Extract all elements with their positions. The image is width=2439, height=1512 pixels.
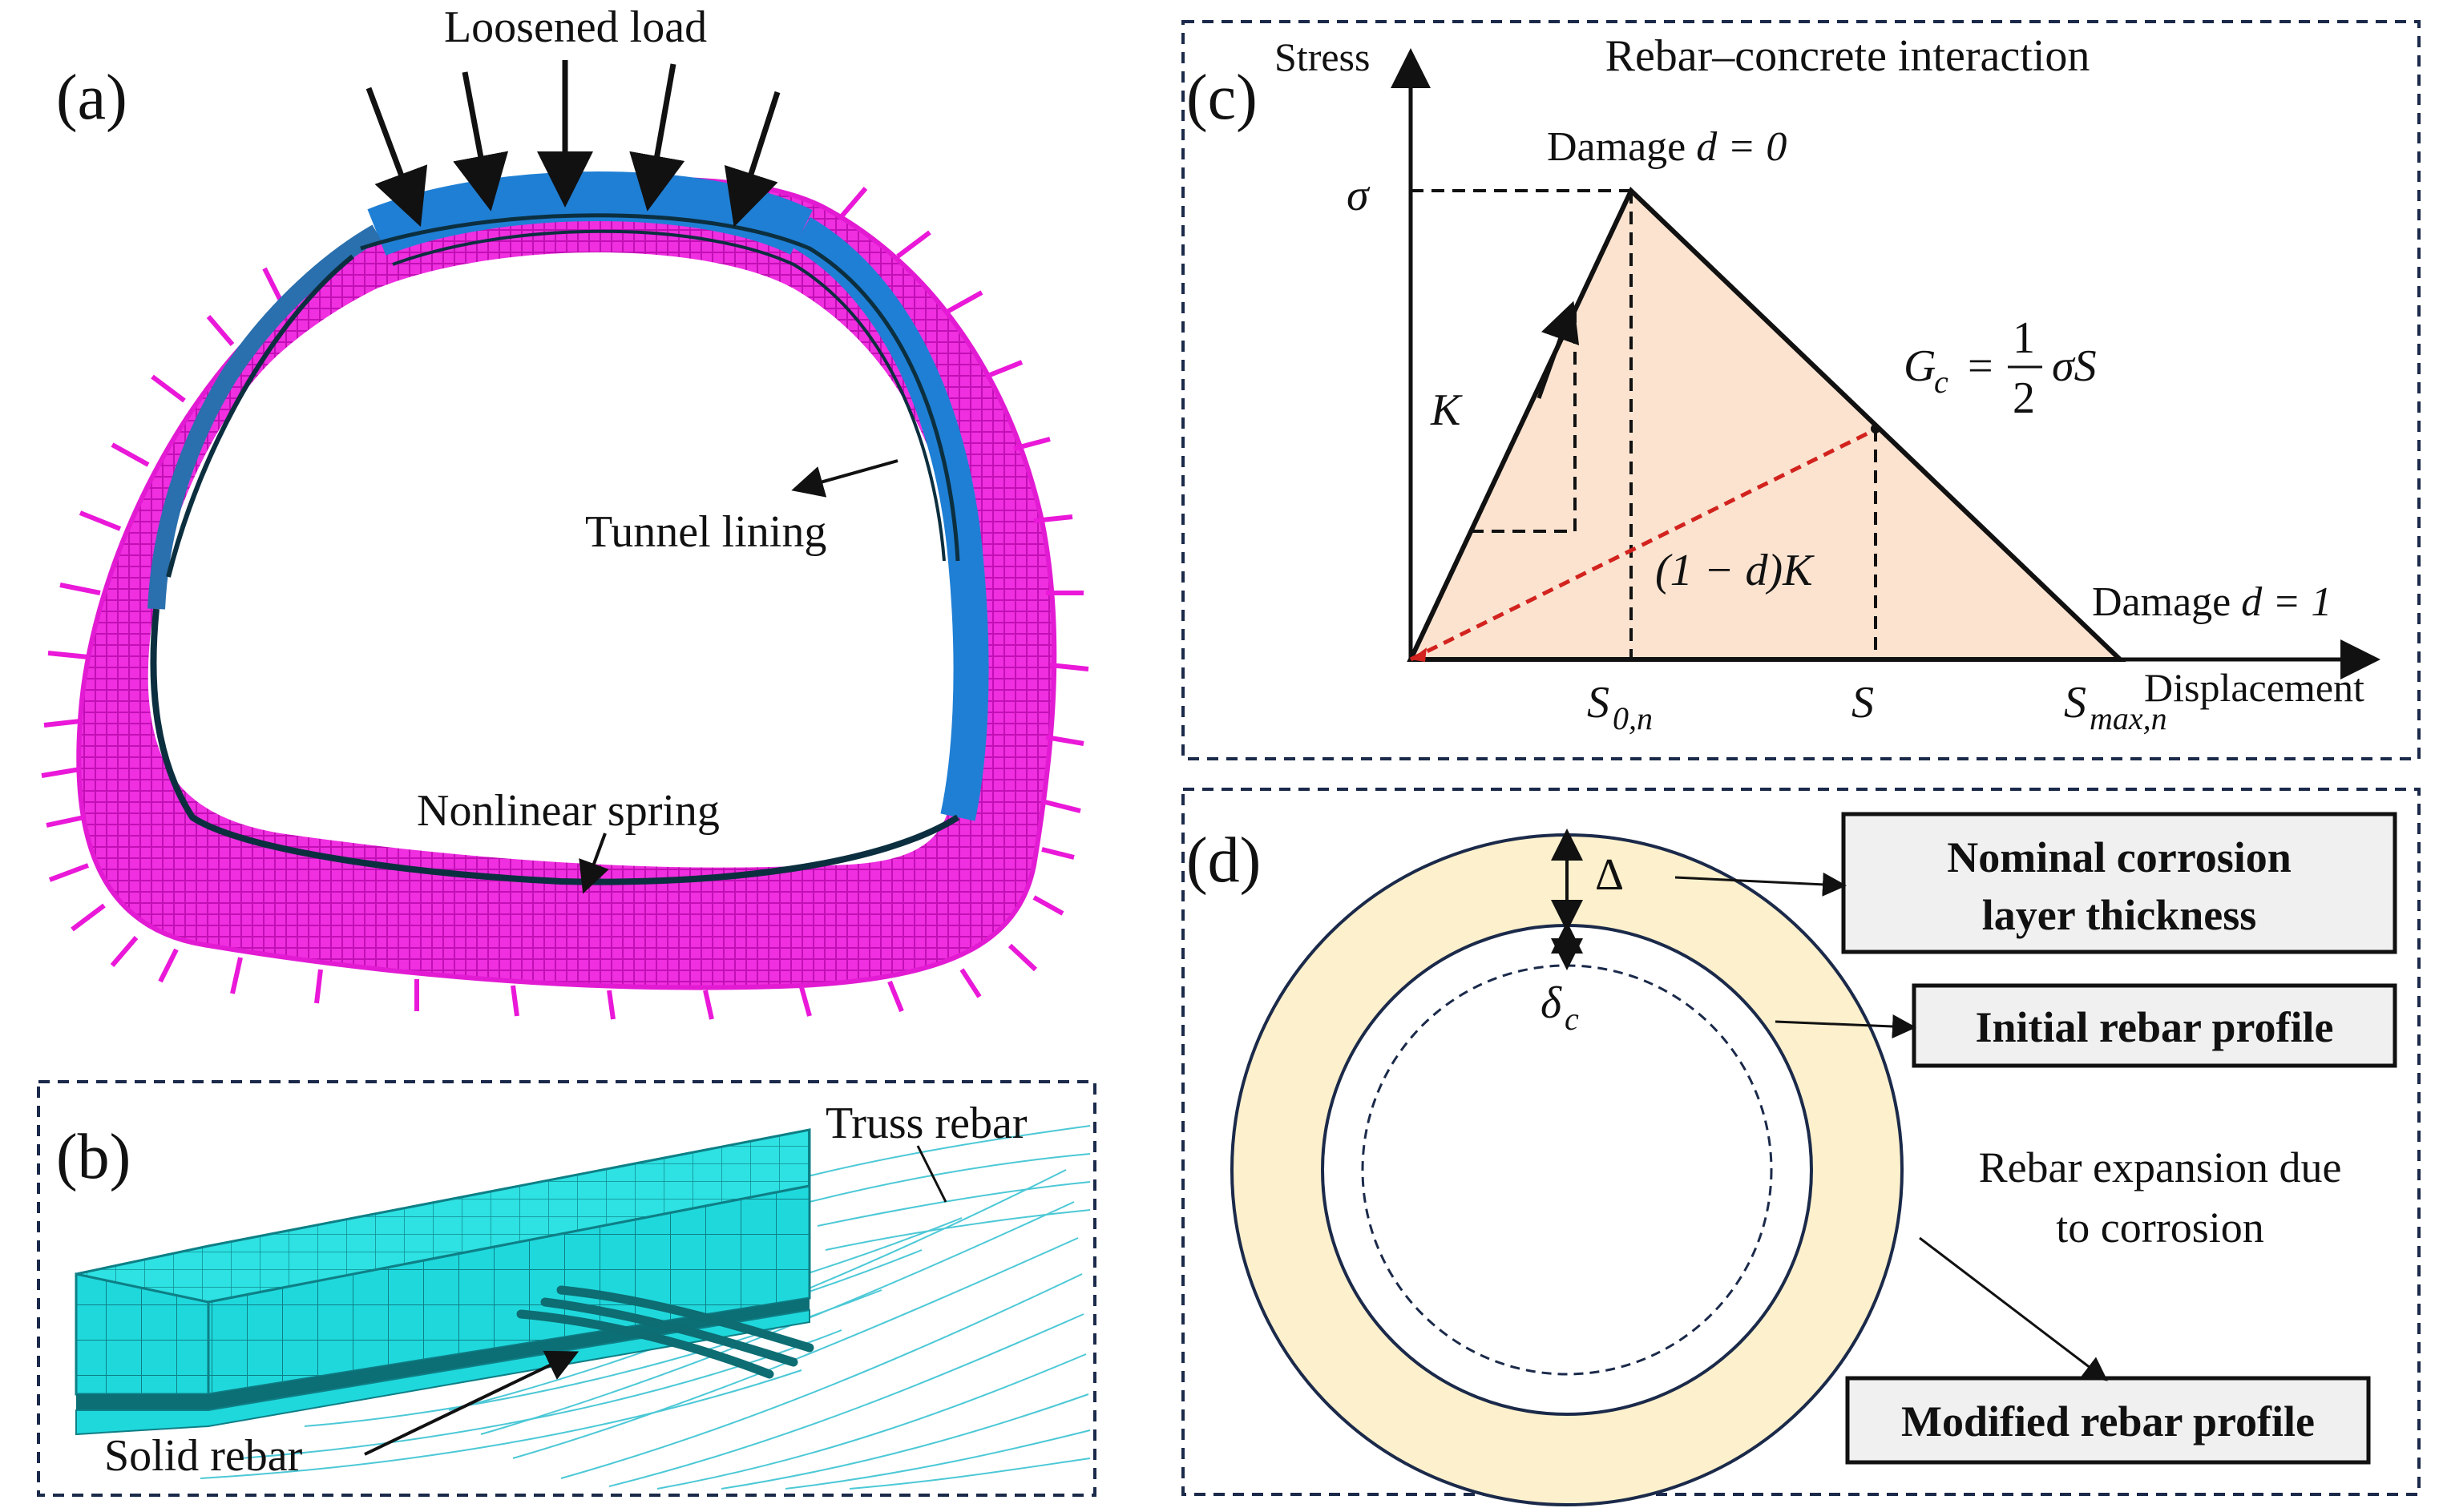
origin-marker	[1411, 647, 1427, 662]
truss-rebar-label: Truss rebar	[826, 1099, 1028, 1148]
load-arrows	[365, 60, 781, 228]
svg-text:max,n: max,n	[2090, 700, 2167, 736]
tunnel-lining-label: Tunnel lining	[585, 507, 826, 557]
nominal-thickness-line1: Nominal corrosion	[1947, 833, 2292, 881]
initial-profile-box	[1912, 983, 2397, 1068]
panel-b-letter: (b)	[56, 1122, 131, 1192]
panel-b: (b)	[37, 1080, 1096, 1497]
tick-s: S	[1851, 678, 1874, 728]
modified-profile-pointer	[1919, 1236, 2108, 1381]
degraded-stiffness-label: (1 − d)K	[1655, 546, 1815, 595]
solid-rebars	[516, 1285, 814, 1379]
modified-profile-box	[1845, 1376, 2371, 1465]
tunnel-lining-pointer	[791, 459, 898, 498]
load-arrow	[453, 71, 509, 212]
slope-indicator	[1471, 304, 1577, 533]
damage-one-label: Damage d = 1	[2092, 579, 2332, 625]
tunnel-opening	[147, 252, 967, 868]
solid-rebar-pointer	[364, 1350, 579, 1456]
panel-a: (a) Loosened load	[41, 2, 1089, 1020]
delta-c-label: δ c	[1541, 978, 1579, 1037]
svg-text:c: c	[1934, 364, 1948, 400]
sigma-label: σ	[1347, 171, 1371, 220]
svg-text:1: 1	[2013, 313, 2035, 363]
svg-text:S: S	[2064, 678, 2086, 728]
panel-c: (c) Rebar–concrete interaction Stress Di…	[1181, 20, 2421, 760]
loading-arrow	[1536, 300, 1580, 399]
nominal-thickness-line2: layer thickness	[1982, 891, 2257, 939]
y-axis-label: Stress	[1274, 34, 1370, 79]
fracture-energy-formula: G c = 1 2 σS	[1904, 313, 2097, 423]
modified-profile-label: Modified rebar profile	[1901, 1397, 2315, 1445]
panel-c-frame	[1181, 20, 2421, 760]
svg-text:S: S	[1587, 678, 1609, 728]
nonlinear-spring-label: Nonlinear spring	[417, 786, 720, 836]
tick-smax: S max,n	[2064, 678, 2167, 736]
load-arrow	[629, 63, 685, 212]
stiffness-label: K	[1430, 385, 1463, 435]
initial-rebar-profile-circle	[1321, 924, 1813, 1416]
delta-label: Δ	[1595, 850, 1624, 900]
panel-a-letter: (a)	[56, 62, 127, 133]
nominal-thickness-pointer	[1674, 872, 1847, 897]
svg-text:0,n: 0,n	[1613, 700, 1653, 736]
svg-text:c: c	[1565, 1001, 1579, 1037]
panel-b-frame	[37, 1080, 1096, 1497]
load-arrow	[365, 87, 428, 228]
initial-profile-label: Initial rebar profile	[1975, 1003, 2333, 1051]
initial-profile-pointer	[1775, 1014, 1916, 1038]
degraded-secant	[1409, 428, 1876, 662]
current-state-point	[1871, 424, 1880, 433]
load-arrow	[724, 91, 781, 228]
tick-s0: S 0,n	[1587, 678, 1653, 736]
panel-d-frame	[1181, 788, 2421, 1496]
panel-c-letter: (c)	[1186, 62, 1258, 133]
panel-d-letter: (d)	[1186, 825, 1261, 896]
panel-d: (d) Δ δ c Nominal corrosion layer thickn…	[1181, 788, 2421, 1506]
loosened-load-label: Loosened load	[444, 2, 707, 52]
nonlinear-spring-pointer	[579, 833, 609, 894]
solid-rebar-label: Solid rebar	[104, 1431, 303, 1481]
damage-zero-label: Damage d = 0	[1547, 124, 1787, 170]
svg-text:δ: δ	[1541, 978, 1562, 1028]
svg-text:=: =	[1968, 341, 1993, 391]
expansion-line1: Rebar expansion due	[1979, 1143, 2342, 1191]
svg-text:2: 2	[2013, 373, 2035, 423]
svg-text:G: G	[1904, 341, 1936, 391]
svg-text:σS: σS	[2052, 341, 2097, 391]
x-axis-label: Displacement	[2144, 665, 2364, 710]
concrete-block	[75, 1128, 811, 1436]
expansion-line2: to corrosion	[2056, 1204, 2263, 1252]
panel-c-title: Rebar–concrete interaction	[1605, 31, 2090, 81]
truss-rebar-pointer	[916, 1145, 947, 1203]
